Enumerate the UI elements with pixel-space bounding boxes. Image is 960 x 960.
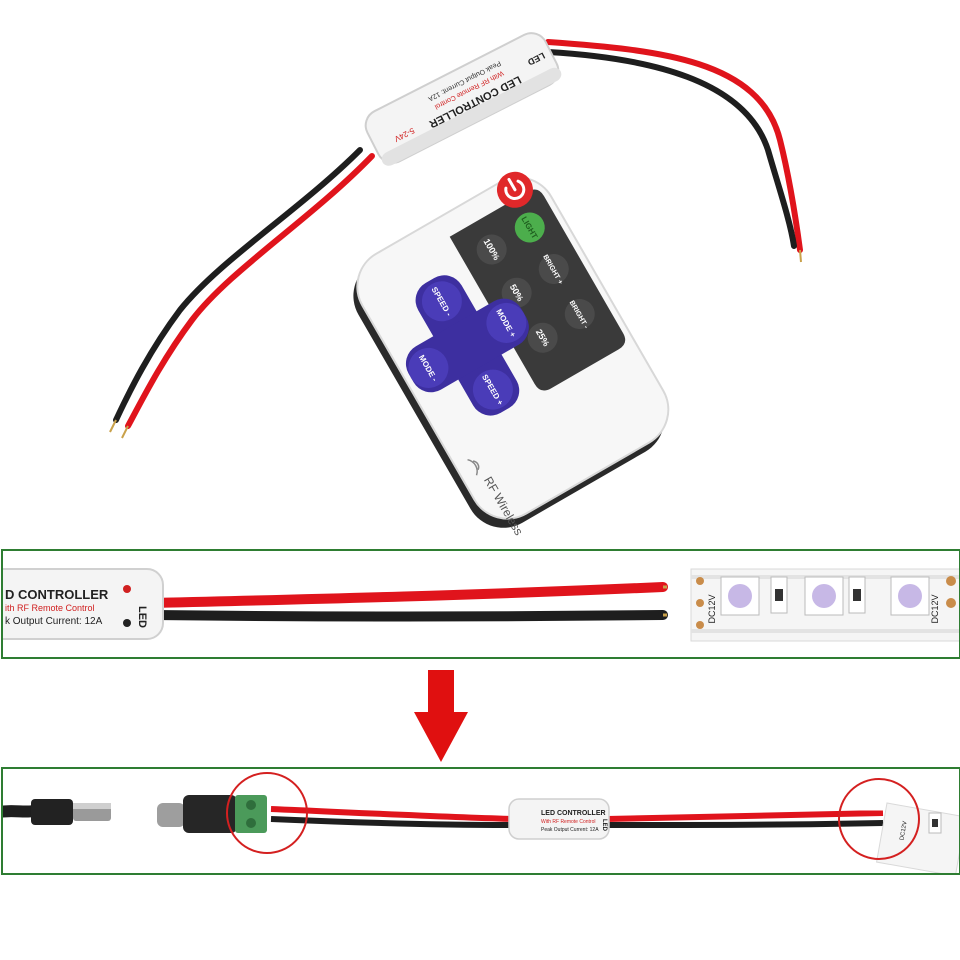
top-controller: LED CONTROLLER With RF Remote Control Pe… bbox=[364, 32, 562, 166]
panel-2-wire-black-right bbox=[606, 820, 884, 828]
panel-2-terminal-block bbox=[235, 795, 267, 833]
panel-2-led-strip: DC12V bbox=[876, 802, 959, 873]
top-wire-red-left bbox=[125, 153, 375, 429]
panel-1-photo: D CONTROLLER ith RF Remote Control k Out… bbox=[3, 568, 959, 642]
top-wire-black-left bbox=[113, 147, 363, 423]
remote-bright-minus-button[interactable] bbox=[559, 294, 600, 335]
down-arrow bbox=[414, 670, 468, 762]
panel-2-controller-rating: Peak Output Current: 12A bbox=[541, 827, 599, 833]
panel-2-strip-voltage: DC12V bbox=[899, 821, 908, 841]
remote-bright-plus-button[interactable] bbox=[533, 249, 574, 290]
panel-1-controller-side: LED bbox=[136, 606, 148, 628]
panel-1-led-strip: DC12V DC12V bbox=[690, 568, 959, 642]
panel-2-dc-cable bbox=[3, 805, 35, 818]
panel-2-highlight-right bbox=[838, 778, 920, 860]
panel-2-photo: LED CONTROLLER With RF Remote Control Pe… bbox=[3, 772, 959, 873]
wireless-signal-icon bbox=[467, 458, 480, 476]
panel-1-controller-rating: k Output Current: 12A bbox=[5, 616, 103, 627]
panel-1-wire-red bbox=[148, 582, 668, 608]
panel-2-highlight-left bbox=[226, 772, 308, 854]
panel-1-controller-label: D CONTROLLER bbox=[5, 587, 109, 602]
top-wire-black-right bbox=[545, 49, 797, 249]
panel-2-controller-label: LED CONTROLLER bbox=[541, 810, 606, 817]
rf-remote: LIGHT 100% 50% 25% BRIGHT + BRIGHT - SPE… bbox=[353, 171, 670, 538]
panel-1-wire-black bbox=[148, 610, 668, 622]
panel-2-dc-plug-body bbox=[31, 799, 73, 825]
remote-speed-plus-button[interactable] bbox=[466, 362, 521, 417]
remote-25-button[interactable] bbox=[522, 317, 563, 358]
panel-2-wire-red-right bbox=[606, 810, 884, 822]
panel-2-controller-side: LED bbox=[601, 819, 607, 832]
panel-controller-to-strip: D CONTROLLER ith RF Remote Control k Out… bbox=[1, 549, 960, 659]
panel-1-strip-voltage-2: DC12V bbox=[930, 594, 940, 623]
top-product-group: LED CONTROLLER With RF Remote Control Pe… bbox=[109, 32, 803, 538]
remote-speed-minus-button[interactable] bbox=[415, 274, 470, 329]
panel-1-strip-voltage: DC12V bbox=[707, 594, 717, 623]
panel-full-assembly: LED CONTROLLER With RF Remote Control Pe… bbox=[1, 767, 960, 875]
panel-2-controller bbox=[508, 798, 610, 840]
panel-2-wire-black-left bbox=[270, 816, 514, 828]
remote-100-button[interactable] bbox=[471, 229, 512, 270]
panel-2-controller-sub: With RF Remote Control bbox=[541, 819, 595, 825]
panel-2-dc-jack-body bbox=[183, 795, 237, 833]
remote-light-button[interactable] bbox=[509, 207, 550, 248]
power-icon bbox=[504, 177, 526, 200]
panel-2-dc-jack-tip bbox=[157, 803, 185, 827]
panel-2-wire-red-left bbox=[270, 806, 514, 822]
panel-1-controller bbox=[3, 568, 164, 640]
remote-mode-plus-button[interactable] bbox=[479, 296, 534, 351]
top-wire-red-right bbox=[545, 39, 803, 253]
remote-mode-minus-button[interactable] bbox=[401, 341, 456, 396]
panel-1-controller-sub: ith RF Remote Control bbox=[5, 603, 95, 613]
